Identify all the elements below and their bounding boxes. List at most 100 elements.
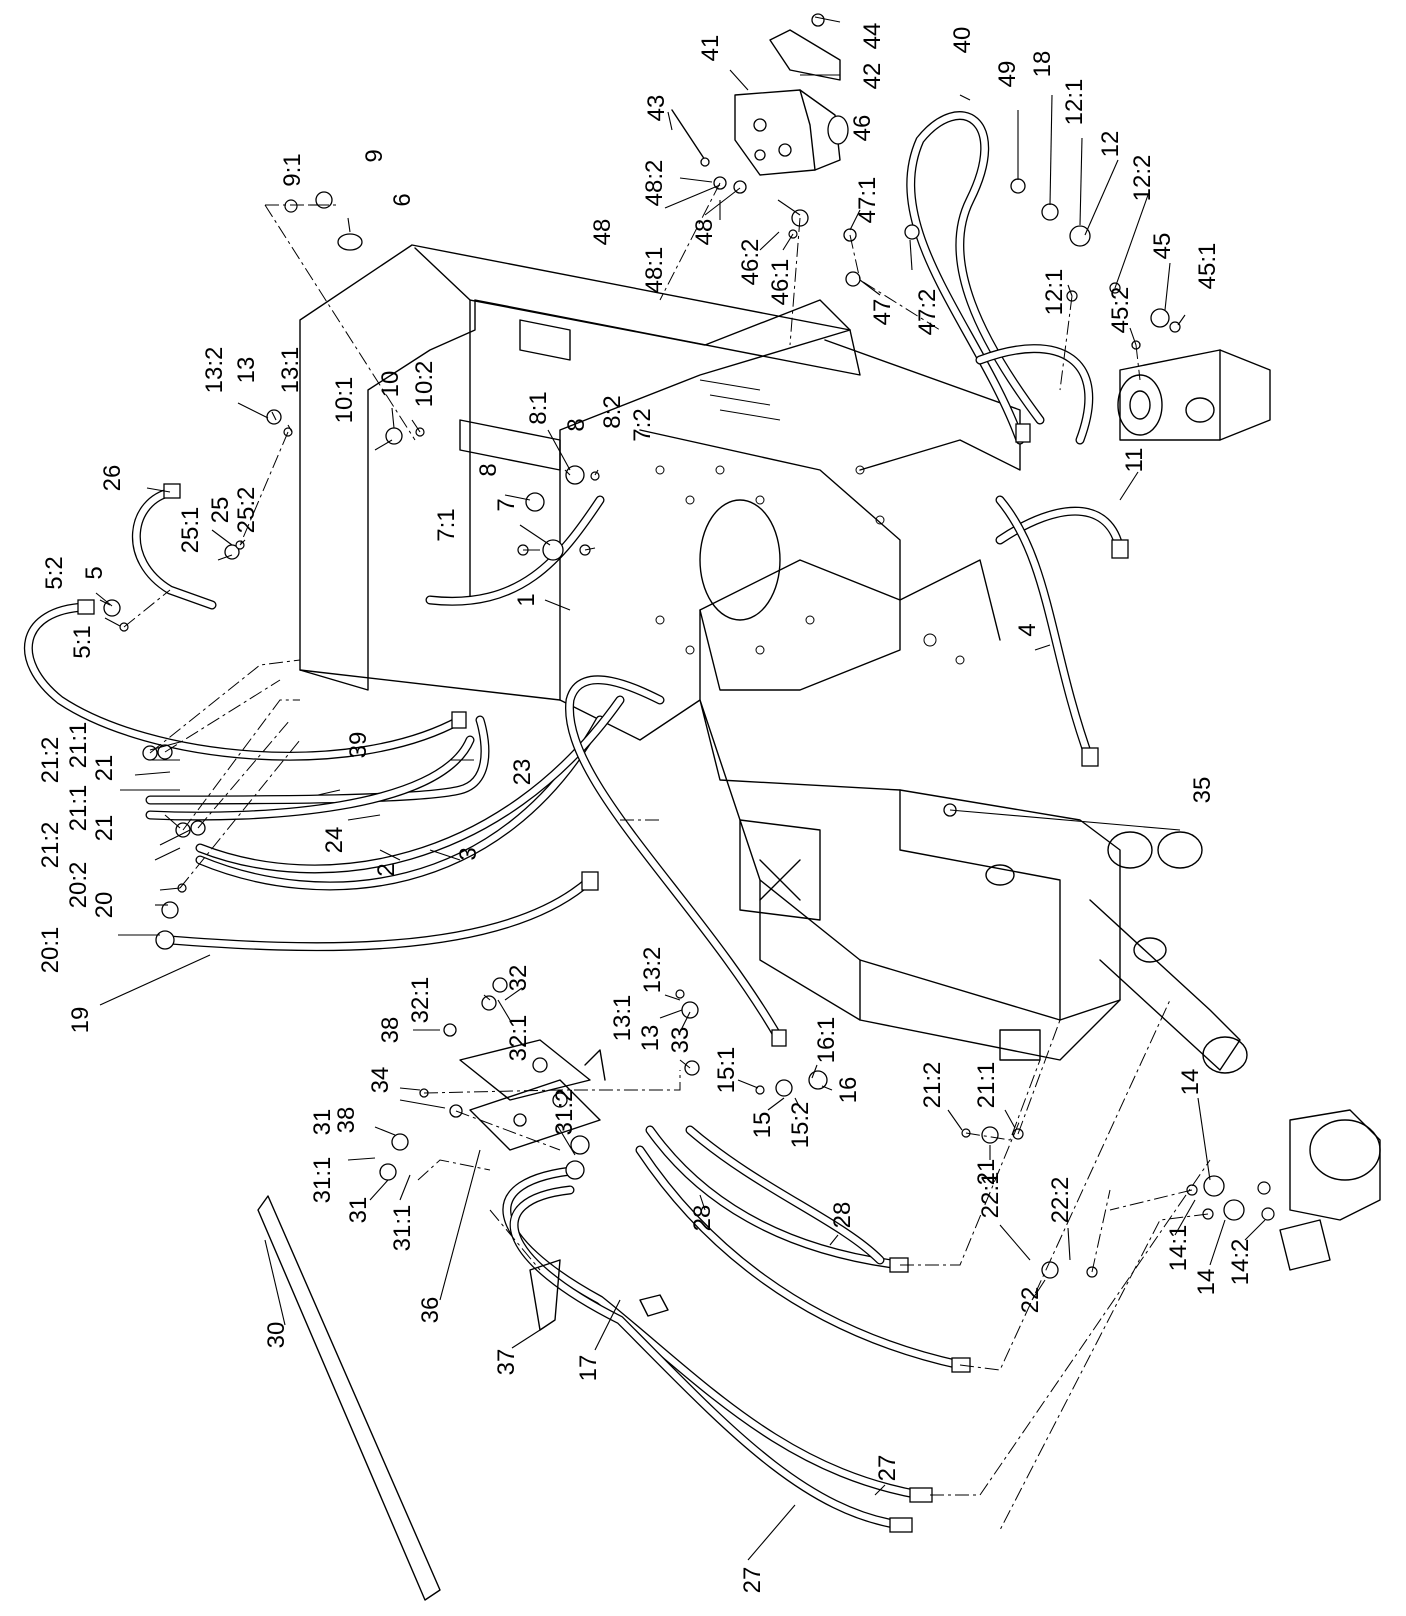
valve-bracket [459,1039,606,1151]
callout-21b: 21 [91,815,118,842]
callout-20-2: 20:2 [65,862,92,909]
callout-8-1: 8:1 [525,391,552,424]
callout-37: 37 [493,1349,520,1376]
callout-11: 11 [1121,448,1148,473]
callout-44: 44 [859,23,886,50]
callout-16: 16 [835,1077,862,1104]
callout-31-2: 31:2 [551,1089,578,1136]
callout-47-1: 47:1 [854,177,881,224]
callout-45-1: 45:1 [1194,243,1221,290]
strap [257,1195,441,1601]
callout-21-1b: 21:1 [65,785,92,832]
callout-7: 7 [493,498,520,511]
callout-28b: 28 [829,1202,856,1229]
callout-38a: 38 [377,1017,404,1044]
callout-21c: 21 [973,1159,1000,1186]
callout-13b: 13 [637,1025,664,1052]
callout-14-1: 14:1 [1165,1225,1192,1272]
callout-15-2: 15:2 [787,1102,814,1149]
callout-21a: 21 [91,755,118,782]
callout-15: 15 [749,1112,776,1139]
callout-48b: 48 [691,219,718,246]
callout-8a: 8 [563,418,590,431]
callout-30: 30 [263,1322,290,1349]
callout-10-1: 10:1 [331,377,358,424]
callout-10: 10 [377,371,404,398]
callout-34: 34 [367,1067,394,1094]
main-frame [299,244,1248,1074]
hose-28 [645,1125,905,1270]
callout-22-2: 22:2 [1047,1177,1074,1224]
callout-48a: 48 [589,219,616,246]
callout-41: 41 [697,35,724,62]
callout-47-2: 47:2 [914,289,941,336]
callout-42: 42 [859,63,886,90]
callout-32-1b: 32:1 [505,1015,532,1062]
callout-12-1b: 12:1 [1041,269,1068,316]
hose-long [635,1145,965,1370]
callout-14a: 14 [1177,1069,1204,1096]
callout-47: 47 [869,299,896,326]
callout-21-1c: 21:1 [973,1062,1000,1109]
callout-33: 33 [667,1027,694,1054]
callout-7-2: 7:2 [629,408,656,441]
callout-3: 3 [455,847,482,860]
callout-21-2c: 21:2 [919,1062,946,1109]
callout-16-1: 16:1 [813,1017,840,1064]
callout-20: 20 [91,892,118,919]
hose-24 [145,715,490,805]
callout-18: 18 [1029,51,1056,78]
frame-holes [655,465,965,665]
hose-23 [145,735,475,821]
callout-5: 5 [81,566,108,579]
callout-13-1a: 13:1 [277,347,304,394]
hose-2 [195,715,605,891]
callout-8-2: 8:2 [599,395,626,428]
callout-31-1b: 31:1 [389,1205,416,1252]
callout-9-1: 9:1 [279,153,306,186]
callout-28a: 28 [689,1205,716,1232]
callout-7-1: 7:1 [433,508,460,541]
hose-1 [425,495,605,606]
callout-17: 17 [575,1355,602,1382]
hose-27 [502,1165,925,1530]
callout-5-1: 5:1 [69,625,96,658]
callout-25: 25 [207,497,234,524]
callout-43: 43 [643,95,670,122]
callout-46: 46 [849,115,876,142]
callout-9: 9 [361,149,388,162]
hydraulic-pump [1117,349,1271,441]
callout-25-1: 25:1 [177,507,204,554]
callout-36: 36 [417,1297,444,1324]
callout-39: 39 [345,732,372,759]
callout-12-2: 12:2 [1129,155,1156,202]
callout-13-1b: 13:1 [609,995,636,1042]
callout-22: 22 [1017,1287,1044,1314]
callout-20-1: 20:1 [37,927,64,974]
hose-40 [906,111,1045,445]
callout-46-2: 46:2 [737,239,764,286]
callout-6: 6 [389,193,416,206]
hose-19 [165,875,595,952]
hose-ends [77,423,1129,1533]
hoses [23,111,1129,1533]
callout-32-1a: 32:1 [407,977,434,1024]
callout-8b: 8 [475,463,502,476]
callout-15-1: 15:1 [713,1047,740,1094]
callout-38b: 38 [333,1107,360,1134]
callout-13a: 13 [233,357,260,384]
callout-labels: 44 42 41 43 48:2 48 48:1 48 46:2 46:1 46… [37,23,1254,1594]
callout-27b: 27 [739,1567,766,1594]
callout-31b: 31 [345,1197,372,1224]
callout-27a: 27 [874,1455,901,1482]
center-lines [123,182,1211,1531]
callout-13-2b: 13:2 [639,947,666,994]
leader-lines [95,16,1266,1561]
callout-24: 24 [321,827,348,854]
callout-2: 2 [373,863,400,876]
callout-4: 4 [1014,623,1041,636]
callout-31-1a: 31:1 [309,1157,336,1204]
hose-39 [23,602,465,761]
hose-4 [995,495,1095,765]
